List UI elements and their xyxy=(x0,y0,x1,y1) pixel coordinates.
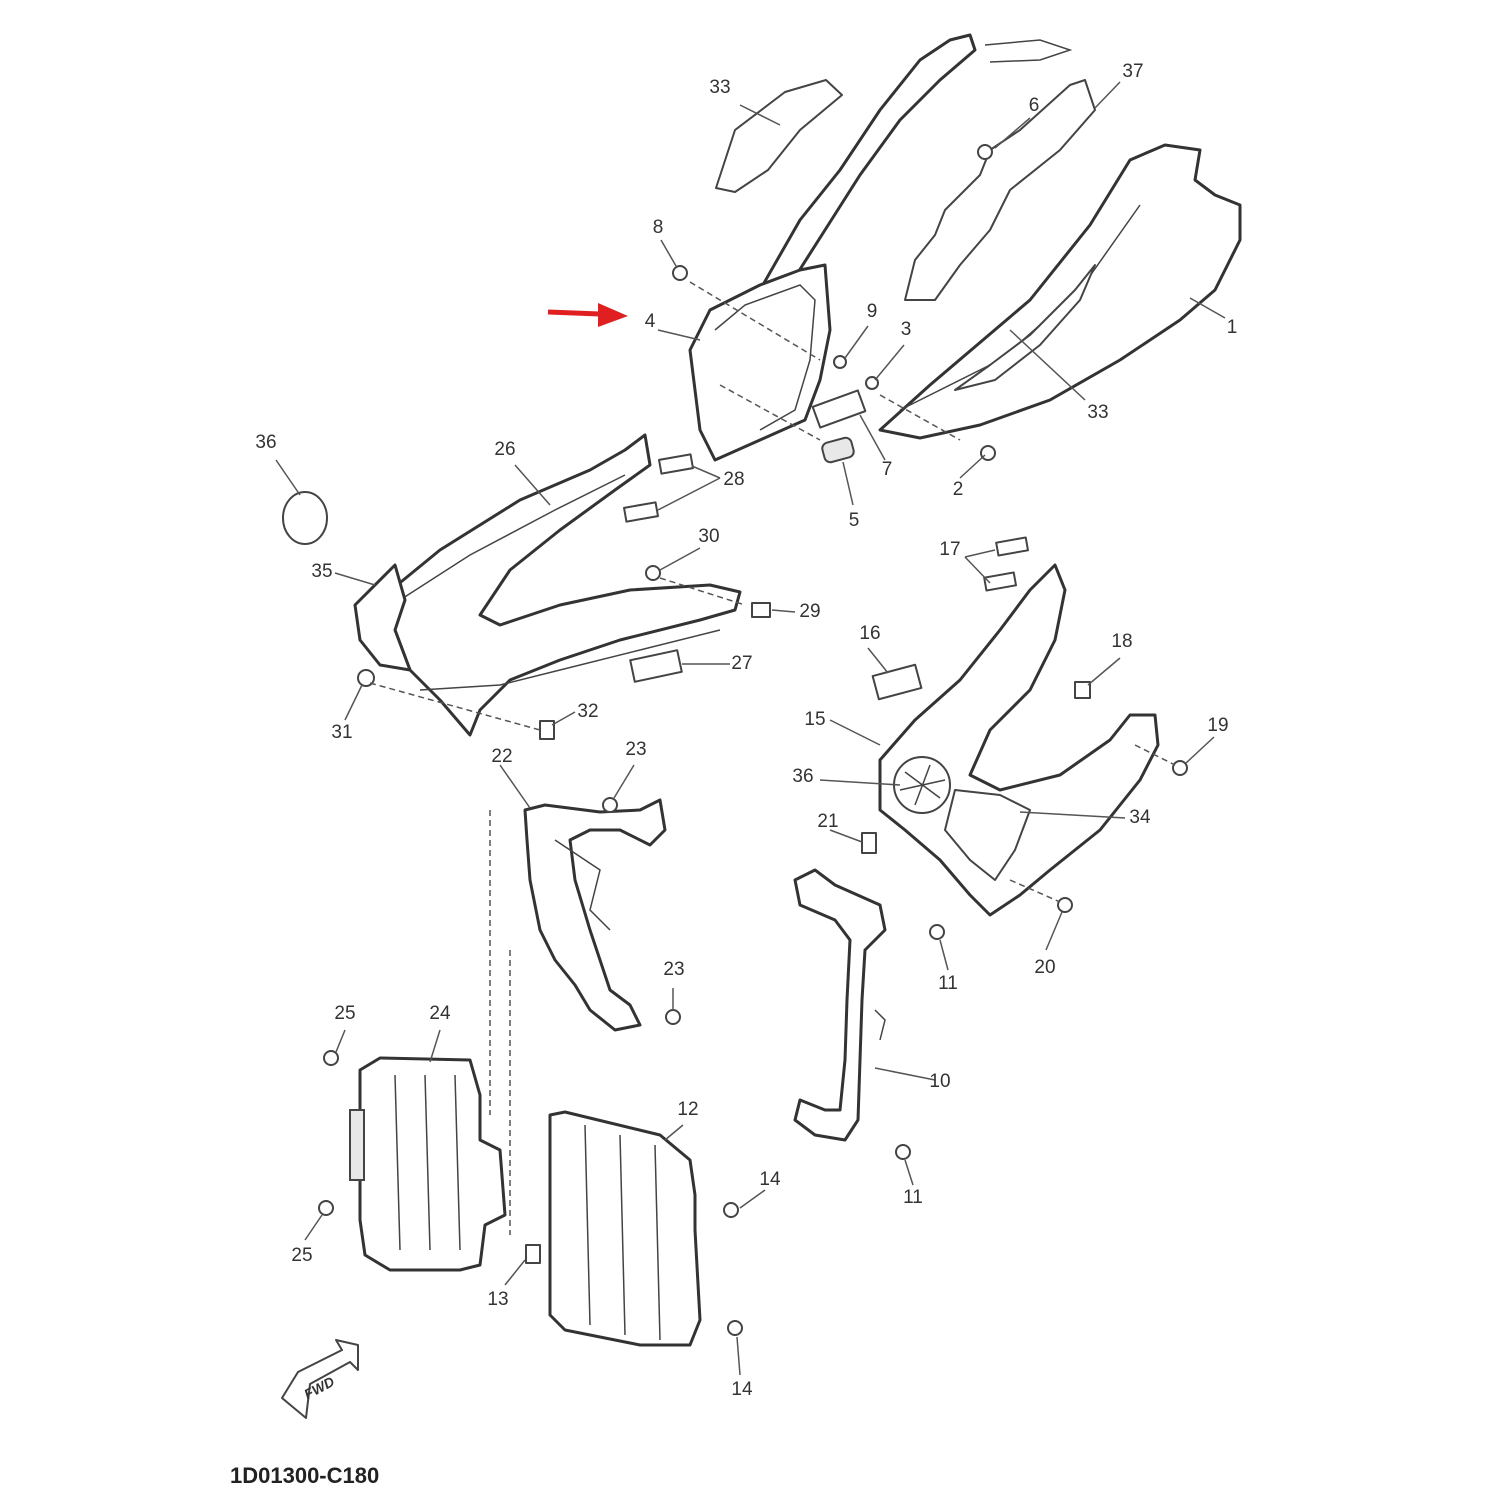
stay-assembly xyxy=(793,868,945,1160)
shroud-assembly xyxy=(282,433,771,740)
callout-24: 24 xyxy=(429,1003,451,1024)
bolt-part-25-bottom[interactable] xyxy=(318,1200,334,1216)
pad-part-17-a[interactable] xyxy=(995,536,1029,557)
pad-part-28-b[interactable] xyxy=(623,501,659,523)
callout-19: 19 xyxy=(1207,715,1228,736)
leader-lines xyxy=(275,81,1226,1376)
radiator-guard-part-12[interactable] xyxy=(548,1110,702,1347)
bracket-part-34[interactable] xyxy=(944,789,1031,881)
lower-cover-part-15[interactable] xyxy=(878,563,1160,917)
callout-6: 6 xyxy=(1029,95,1040,116)
callout-18: 18 xyxy=(1111,631,1132,652)
fwd-direction-arrow: FWD xyxy=(281,1339,359,1419)
damper-part-7[interactable] xyxy=(811,389,867,429)
bolt-part-2[interactable] xyxy=(980,445,996,461)
grommet-part-5[interactable] xyxy=(821,436,855,464)
callout-13: 13 xyxy=(487,1289,508,1310)
collar-part-18[interactable] xyxy=(1074,681,1091,699)
collar-part-29[interactable] xyxy=(751,602,771,618)
callout-36-left: 36 xyxy=(255,432,276,453)
callout-30: 30 xyxy=(698,526,719,547)
callout-26: 26 xyxy=(494,439,515,460)
bolt-part-8[interactable] xyxy=(672,265,688,281)
side-plate-part-4[interactable] xyxy=(688,263,832,462)
bracket-part-22[interactable] xyxy=(523,798,667,1032)
bolt-part-25-top[interactable] xyxy=(323,1050,339,1066)
side-cover-assembly xyxy=(672,33,1242,464)
callout-2: 2 xyxy=(953,479,964,500)
callout-32: 32 xyxy=(577,701,598,722)
side-cover-logo-area xyxy=(954,264,1096,391)
radiator-guard-part-24[interactable] xyxy=(358,1056,507,1272)
callout-5: 5 xyxy=(849,510,860,531)
bolt-part-23-top[interactable] xyxy=(602,797,618,813)
nut-part-21[interactable] xyxy=(861,832,877,854)
callout-11-bottom: 11 xyxy=(903,1187,923,1208)
bolt-part-14-top[interactable] xyxy=(723,1202,739,1218)
callout-25-top: 25 xyxy=(334,1003,355,1024)
callout-35: 35 xyxy=(311,561,332,582)
decal-37[interactable] xyxy=(904,79,1096,301)
decal-33-top[interactable] xyxy=(715,79,843,193)
bolt-part-11-bottom[interactable] xyxy=(895,1144,911,1160)
callout-labels: 1 2 3 4 5 6 7 8 9 10 11 11 12 13 14 14 1… xyxy=(255,61,1237,1400)
pad-part-16[interactable] xyxy=(871,663,923,701)
bolt-part-6[interactable] xyxy=(977,144,993,160)
pad-part-17-b[interactable] xyxy=(983,571,1017,592)
bolt-part-19[interactable] xyxy=(1172,760,1188,776)
callout-34: 34 xyxy=(1129,807,1151,828)
stay-part-10[interactable] xyxy=(793,868,887,1142)
callout-23-top: 23 xyxy=(625,739,646,760)
callout-3: 3 xyxy=(901,319,912,340)
callout-22: 22 xyxy=(491,746,512,767)
callout-29: 29 xyxy=(799,601,820,622)
callout-33-right: 33 xyxy=(1087,402,1108,423)
bolt-part-30[interactable] xyxy=(645,565,661,581)
callout-37: 37 xyxy=(1122,61,1143,82)
highlight-arrow xyxy=(547,303,628,327)
shroud-piece-part-35[interactable] xyxy=(353,563,412,672)
callout-31: 31 xyxy=(331,722,352,743)
callout-1: 1 xyxy=(1227,317,1238,338)
callout-20: 20 xyxy=(1034,957,1055,978)
bolt-part-31[interactable] xyxy=(357,669,375,687)
callout-9: 9 xyxy=(867,301,878,322)
callout-21: 21 xyxy=(817,811,838,832)
bolt-part-11-top[interactable] xyxy=(929,924,945,940)
callout-16: 16 xyxy=(859,623,880,644)
side-cover-part-1[interactable] xyxy=(878,143,1242,440)
upper-cover-piece[interactable] xyxy=(758,33,977,292)
callout-27: 27 xyxy=(731,653,752,674)
lower-cover-assembly xyxy=(861,536,1188,917)
callout-4: 4 xyxy=(645,311,656,332)
callout-15: 15 xyxy=(804,709,825,730)
pad-part-28-a[interactable] xyxy=(658,453,694,475)
callout-14-top: 14 xyxy=(759,1169,781,1190)
grommet-part-9[interactable] xyxy=(833,355,847,369)
callout-25-bottom: 25 xyxy=(291,1245,312,1266)
callout-11-top: 11 xyxy=(938,973,958,994)
guard-side-tab xyxy=(349,1109,365,1181)
callout-8: 8 xyxy=(653,217,664,238)
bolt-part-14-bottom[interactable] xyxy=(727,1320,743,1336)
bolt-part-20[interactable] xyxy=(1057,897,1073,913)
callout-12: 12 xyxy=(677,1099,698,1120)
shroud-part-26[interactable] xyxy=(383,433,742,737)
callout-28: 28 xyxy=(723,469,744,490)
radiator-guard-assembly xyxy=(318,797,743,1347)
callout-10: 10 xyxy=(929,1071,950,1092)
callout-17: 17 xyxy=(939,539,960,560)
callout-23-bottom: 23 xyxy=(663,959,684,980)
callout-36-right: 36 xyxy=(792,766,813,787)
callout-14-bottom: 14 xyxy=(731,1379,753,1400)
callout-7: 7 xyxy=(882,459,893,480)
pad-part-27[interactable] xyxy=(629,649,683,683)
nut-part-13[interactable] xyxy=(525,1244,541,1264)
diagram-code: 1D01300-C180 xyxy=(230,1463,379,1488)
emblem-part-36-left[interactable] xyxy=(282,491,328,545)
nut-part-32[interactable] xyxy=(539,720,555,740)
callout-33-top: 33 xyxy=(709,77,730,98)
bolt-part-23-bottom[interactable] xyxy=(665,1009,681,1025)
